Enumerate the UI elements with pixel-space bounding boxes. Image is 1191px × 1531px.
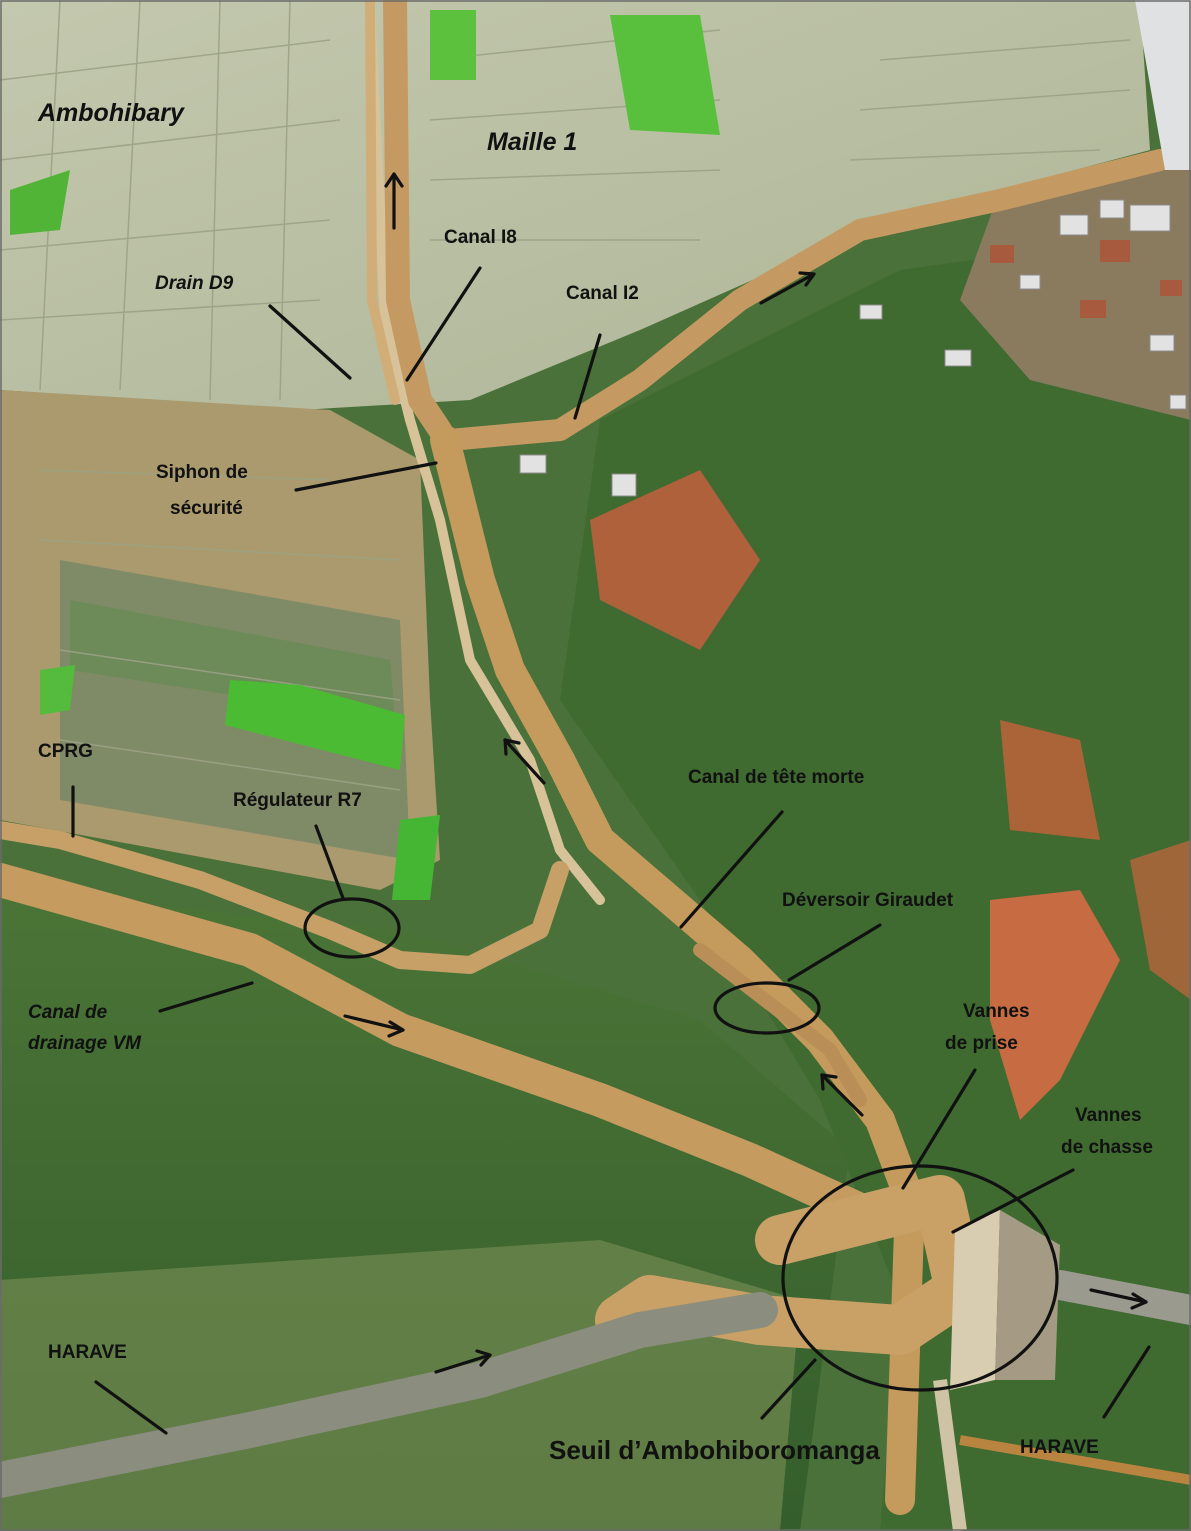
- label-siphon-line2: sécurité: [170, 498, 243, 519]
- label-canal-i2: Canal I2: [566, 283, 639, 304]
- flow-arrow-intake: [820, 1073, 864, 1117]
- label-seuil: Seuil d’Ambohiboromanga: [549, 1435, 880, 1465]
- deversoir-giraudet-ellipse: [713, 981, 821, 1035]
- label-vannes-chasse-line2: de chasse: [1061, 1137, 1153, 1158]
- label-regulateur-r7: Régulateur R7: [233, 790, 362, 811]
- label-vannes-prise-line2: de prise: [945, 1033, 1018, 1054]
- label-vannes-chasse-line1: Vannes: [1075, 1105, 1142, 1126]
- leader-lines: [71, 266, 1151, 1435]
- village-buildings: [519, 199, 1187, 497]
- paddy-fields: [0, 0, 1131, 791]
- label-canal-drainage-line2: drainage VM: [28, 1033, 142, 1054]
- regulateur-r7-ellipse: [303, 897, 401, 959]
- label-canal-drainage-line1: Canal de: [28, 1002, 108, 1023]
- label-canal-i8: Canal I8: [444, 227, 517, 248]
- flow-arrow-main-canal: [503, 738, 546, 785]
- flow-arrows: [343, 172, 1148, 1374]
- flow-arrow-harave-right: [1089, 1288, 1148, 1310]
- label-harave-right: HARAVE: [1020, 1437, 1099, 1458]
- label-ambohibary: Ambohibary: [37, 99, 185, 127]
- laterite-roofs: [990, 240, 1182, 318]
- green-paddies: [10, 10, 720, 900]
- label-deversoir-giraudet: Déversoir Giraudet: [782, 890, 954, 911]
- label-harave-left: HARAVE: [48, 1342, 127, 1363]
- label-siphon-line1: Siphon de: [156, 462, 248, 483]
- seuil-ellipse: [781, 1164, 1059, 1392]
- label-maille1: Maille 1: [487, 128, 577, 156]
- flow-arrow-north: [384, 172, 404, 230]
- highlight-ellipses: [303, 897, 1059, 1392]
- label-canal-tete-morte: Canal de tête morte: [688, 767, 864, 788]
- flow-arrow-harave-left: [434, 1349, 492, 1374]
- label-cprg: CPRG: [38, 741, 93, 762]
- label-drain-d9: Drain D9: [155, 273, 234, 294]
- weir-structure: [933, 1210, 1191, 1531]
- flow-arrow-canal-i2: [759, 271, 816, 305]
- map-labels: Ambohibary Maille 1 Drain D9 Canal I8 Ca…: [28, 99, 1153, 1465]
- flow-arrow-drainage: [343, 1014, 405, 1038]
- aircraft-strut: [1135, 0, 1191, 170]
- label-vannes-prise-line1: Vannes: [963, 1001, 1030, 1022]
